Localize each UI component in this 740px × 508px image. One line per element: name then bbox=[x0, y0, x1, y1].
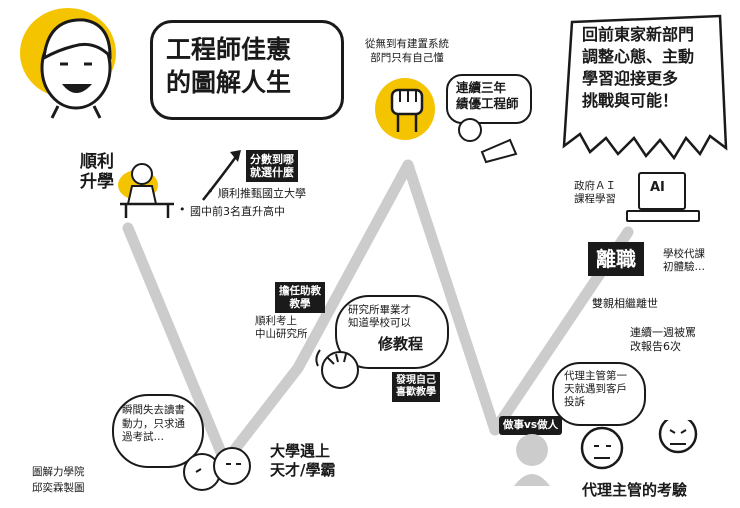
growth-arrow-head bbox=[230, 150, 241, 162]
crowd-icon bbox=[514, 420, 698, 486]
tag-score-choice: 分數到哪 就選什麼 bbox=[246, 150, 298, 183]
title-bubble bbox=[150, 20, 344, 120]
note-substitute-teaching: 學校代課 初體驗… bbox=[663, 248, 705, 274]
page-title: 工程師佳憲 的圖解人生 bbox=[166, 35, 292, 97]
note-university-admission: 順利推甄國立大學 bbox=[218, 187, 306, 200]
label-manager: 代理主管的考驗 bbox=[582, 481, 688, 499]
laptop-base bbox=[626, 210, 700, 222]
laptop-screen-text: AI bbox=[650, 180, 665, 195]
thinking-student-icon bbox=[315, 349, 359, 389]
bullet-dot: • bbox=[179, 203, 186, 216]
label-university: 大學遇上 天才/學霸 bbox=[270, 442, 336, 479]
tag-love-teaching: 發現自己 喜歡教學 bbox=[392, 372, 440, 402]
laptop-icon: AI bbox=[638, 172, 686, 210]
note-parents-passed: 雙親相繼離世 bbox=[592, 297, 658, 310]
grad-bubble bbox=[335, 295, 449, 369]
bullet-dot: • bbox=[207, 185, 214, 198]
university-bubble bbox=[112, 394, 204, 468]
grad-bubble-text: 研究所畢業才 知道學校可以 bbox=[348, 304, 411, 330]
manager-bubble bbox=[552, 362, 646, 426]
credit-line1: 圖解力學院 bbox=[32, 466, 85, 478]
note-highschool-admission: 國中前3名直升高中 bbox=[190, 205, 285, 218]
now-bubble-text: 回前東家新部門 調整心態、主動 學習迎接更多 挑戰與可能！ bbox=[582, 25, 695, 111]
tag-work-vs-people: 做事vs做人 bbox=[499, 416, 563, 435]
note-ai-course: 政府ＡＩ 課程學習 bbox=[574, 180, 616, 206]
fist-icon bbox=[390, 88, 424, 132]
now-burst-bubble bbox=[562, 14, 728, 161]
peak-bubble-text: 連續三年 績優工程師 bbox=[456, 80, 519, 111]
life-path-line bbox=[122, 159, 634, 468]
manager-bubble-text: 代理主管第一 天就遇到客戶 投訴 bbox=[564, 370, 627, 409]
tag-teaching-assistant: 擔任助教 教學 bbox=[275, 282, 325, 314]
note-graduate-school: 順利考上 中山研究所 bbox=[255, 315, 308, 341]
tag-resign: 離職 bbox=[588, 242, 644, 276]
credit-line2: 邱奕霖製圖 bbox=[32, 482, 85, 494]
student-faces-icon bbox=[183, 447, 251, 491]
student-desk-icon bbox=[120, 163, 174, 218]
grad-bubble-highlight: 修教程 bbox=[378, 335, 424, 353]
note-scolded: 連續一週被罵 改報告6次 bbox=[630, 326, 696, 354]
peak-bubble bbox=[446, 74, 532, 124]
note-system-build: 從無到有建置系統 部門只有自己懂 bbox=[365, 38, 449, 64]
portrait-icon bbox=[40, 18, 112, 119]
university-bubble-text: 瞬間失去讀書 動力，只求通 過考試… bbox=[122, 404, 185, 444]
engineer-laptop-icon bbox=[458, 118, 518, 164]
label-school: 順利 升學 bbox=[80, 152, 114, 193]
